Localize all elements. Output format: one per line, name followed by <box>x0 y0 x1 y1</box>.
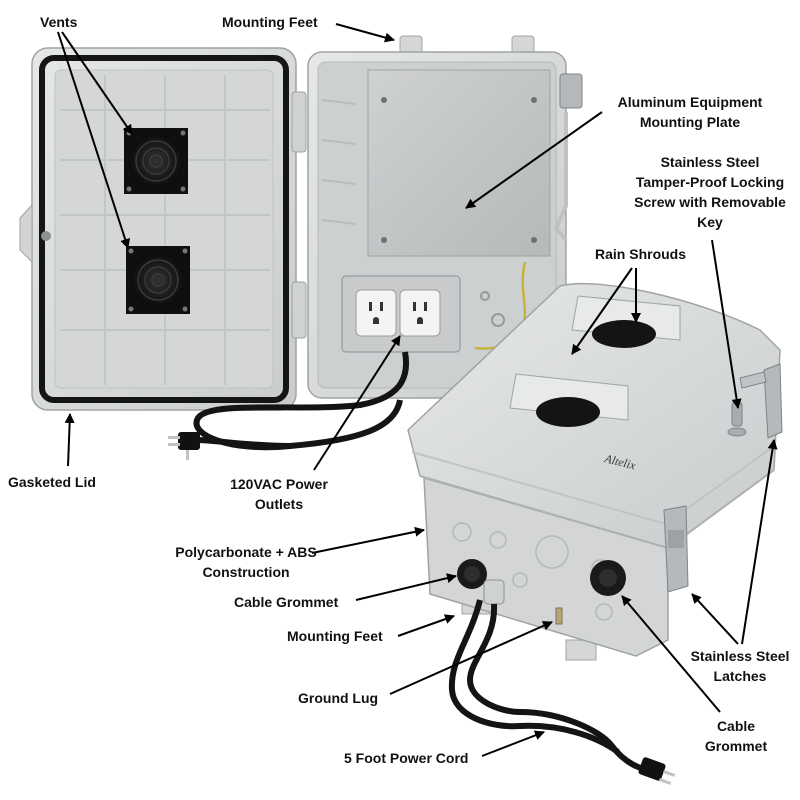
open-lid <box>19 47 307 411</box>
label-cable-grommet-left: Cable Grommet <box>234 594 339 610</box>
arrow-vents-upper <box>61 31 133 135</box>
arrow-power-cord <box>481 730 545 757</box>
label-vents: Vents <box>40 14 78 30</box>
closed-enclosure: Altelix <box>407 282 783 785</box>
label-aluminum-plate: Aluminum Equipment Mounting Plate <box>617 94 763 130</box>
arrow-latch-side <box>741 439 778 645</box>
arrow-locking-screw <box>711 239 742 409</box>
callout-arrows <box>57 23 778 757</box>
rain-shroud-front <box>509 373 629 427</box>
arrow-rain-shroud-front <box>571 267 633 355</box>
rain-shroud-rear <box>571 295 681 348</box>
arrow-gasketed-lid <box>64 413 75 467</box>
vent-fan-upper <box>124 128 188 194</box>
open-enclosure-base <box>168 35 583 460</box>
latch-front <box>663 505 689 593</box>
arrow-ground-lug <box>389 621 553 695</box>
label-mounting-feet-bottom: Mounting Feet <box>287 628 383 644</box>
power-outlet-left <box>355 289 397 337</box>
arrow-latch-front <box>691 593 739 645</box>
label-construction: Polycarbonate + ABS Construction <box>175 544 317 580</box>
arrow-power-outlets <box>313 335 401 471</box>
arrow-cable-grommet-right <box>621 595 721 713</box>
label-mounting-feet-top: Mounting Feet <box>222 14 318 30</box>
label-locking-screw: Stainless Steel Tamper-Proof Locking Scr… <box>634 154 786 230</box>
arrow-cable-grommet-left <box>355 573 457 601</box>
plug-right <box>638 757 676 785</box>
vent-fan-lower <box>126 246 190 314</box>
arrow-mounting-feet-top <box>335 23 395 43</box>
label-latches: Stainless Steel Latches <box>690 648 790 684</box>
cable-grommet-left <box>457 559 487 589</box>
label-power-cord: 5 Foot Power Cord <box>344 750 469 766</box>
arrow-mounting-feet-bottom <box>397 614 455 637</box>
latch-side <box>763 363 783 439</box>
cable-grommet-right <box>590 560 626 596</box>
lid-gasket <box>39 55 289 403</box>
label-rain-shrouds: Rain Shrouds <box>595 246 687 262</box>
plug-left <box>168 432 200 460</box>
arrow-vents-lower <box>57 31 130 249</box>
label-ground-lug: Ground Lug <box>298 690 379 706</box>
label-gasketed-lid: Gasketed Lid <box>8 474 96 490</box>
aluminum-mounting-plate <box>367 69 551 257</box>
label-power-outlets: 120VAC Power Outlets <box>230 476 328 512</box>
label-cable-grommet-right: Cable Grommet <box>704 718 768 754</box>
arrow-aluminum-plate <box>465 111 603 209</box>
arrow-construction <box>311 526 425 554</box>
power-outlet-right <box>399 289 441 337</box>
